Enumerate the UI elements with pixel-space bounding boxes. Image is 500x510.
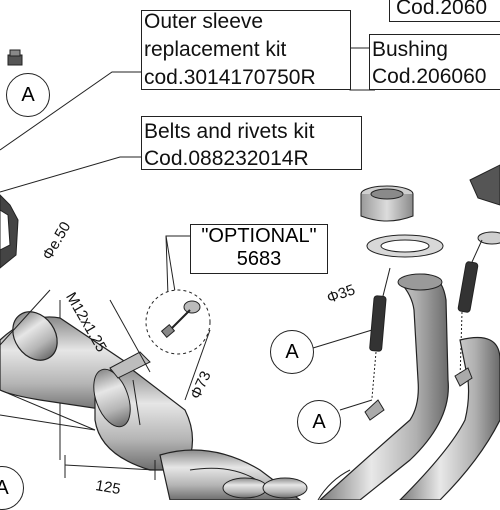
bolt-top-left: [7, 49, 23, 66]
callout-a-mid-right: A: [270, 330, 314, 374]
outer-sleeve-kit-box: Outer sleeve replacement kit cod.3014170…: [141, 10, 351, 90]
belts-line1: Belts and rivets kit: [144, 120, 315, 143]
main-muffler: [0, 311, 308, 501]
springs: [369, 239, 483, 399]
optional-detail: [145, 289, 211, 355]
dimension-lines: [0, 289, 211, 480]
dim-125: 125: [94, 477, 122, 499]
outer-sleeve-line2: replacement kit: [144, 38, 287, 61]
callout-a-top-left: A: [6, 73, 50, 117]
callout-a-lower-right: A: [297, 400, 341, 444]
right-edge-parts: [469, 164, 500, 245]
optional-box: "OPTIONAL" 5683: [190, 224, 328, 274]
flange-ring: [366, 234, 444, 258]
optional-label: "OPTIONAL": [201, 225, 317, 247]
belts-rivets-kit-box: Belts and rivets kit Cod.088232014R: [141, 116, 362, 170]
outer-sleeve-line3: cod.3014170750R: [144, 66, 316, 89]
top-right-code-box: Cod.2060: [389, 0, 500, 22]
bushing-line1: Bushing: [372, 38, 448, 61]
optional-code: 5683: [236, 248, 282, 270]
bushing-box: Bushing Cod.206060: [369, 34, 500, 90]
belts-line2: Cod.088232014R: [144, 147, 309, 170]
bushing-line2: Cod.206060: [372, 65, 487, 88]
outer-sleeve-line1: Outer sleeve: [144, 10, 264, 33]
bushing-part: [360, 185, 414, 222]
top-right-code: Cod.2060: [396, 0, 488, 19]
right-pipes: [317, 273, 500, 501]
